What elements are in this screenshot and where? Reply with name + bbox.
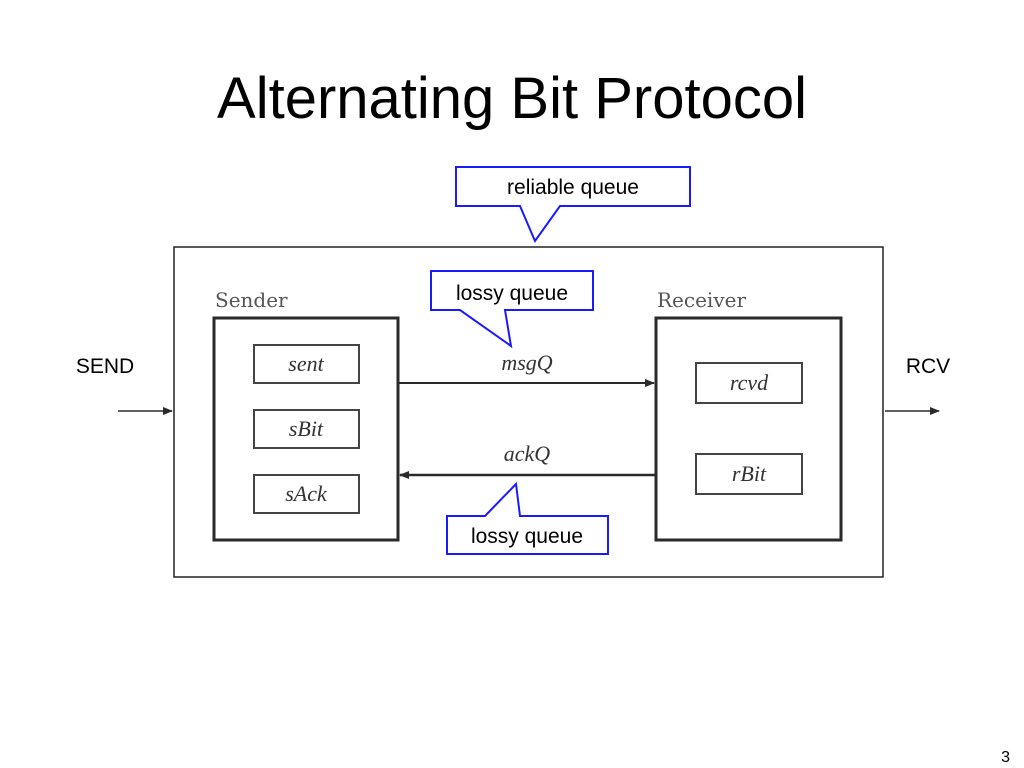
- callout-lossy-queue-msg: lossy queue: [430, 270, 594, 349]
- callout-lossy-queue-ack-label: lossy queue: [471, 525, 583, 548]
- sender-var-sent-box: [253, 344, 360, 384]
- receiver-var-rcvd: rcvd: [730, 370, 769, 395]
- msg-queue-label: msgQ: [501, 350, 552, 375]
- callout-reliable-queue: reliable queue: [455, 166, 691, 244]
- receiver-title: Receiver: [657, 288, 746, 312]
- system-boundary: [173, 246, 884, 578]
- page-number: 3: [1001, 749, 1010, 766]
- send-label: SEND: [76, 355, 134, 378]
- sender-title: Sender: [215, 288, 288, 312]
- receiver-box: [654, 316, 843, 542]
- callout-lossy-queue-msg-label: lossy queue: [456, 282, 568, 305]
- callout-reliable-queue-label: reliable queue: [507, 176, 639, 199]
- rcv-label: RCV: [906, 355, 950, 378]
- sender-var-sbit-box: [253, 409, 360, 449]
- sender-var-sack: sAck: [285, 481, 328, 506]
- callout-lossy-queue-msg-shape: [430, 270, 594, 349]
- receiver-var-rcvd-box: [695, 362, 803, 404]
- slide-title: Alternating Bit Protocol: [217, 66, 807, 131]
- callout-lossy-queue-ack-shape: [446, 481, 609, 555]
- receiver-var-rbit: rBit: [732, 461, 767, 486]
- ack-queue-label: ackQ: [504, 441, 551, 466]
- receiver-var-rbit-box: [695, 453, 803, 495]
- sender-var-sent: sent: [288, 351, 324, 376]
- sender-var-sbit: sBit: [289, 416, 324, 441]
- callout-reliable-queue-shape: [455, 166, 691, 244]
- sender-var-sack-box: [253, 474, 360, 514]
- callout-lossy-queue-ack: lossy queue: [446, 481, 609, 555]
